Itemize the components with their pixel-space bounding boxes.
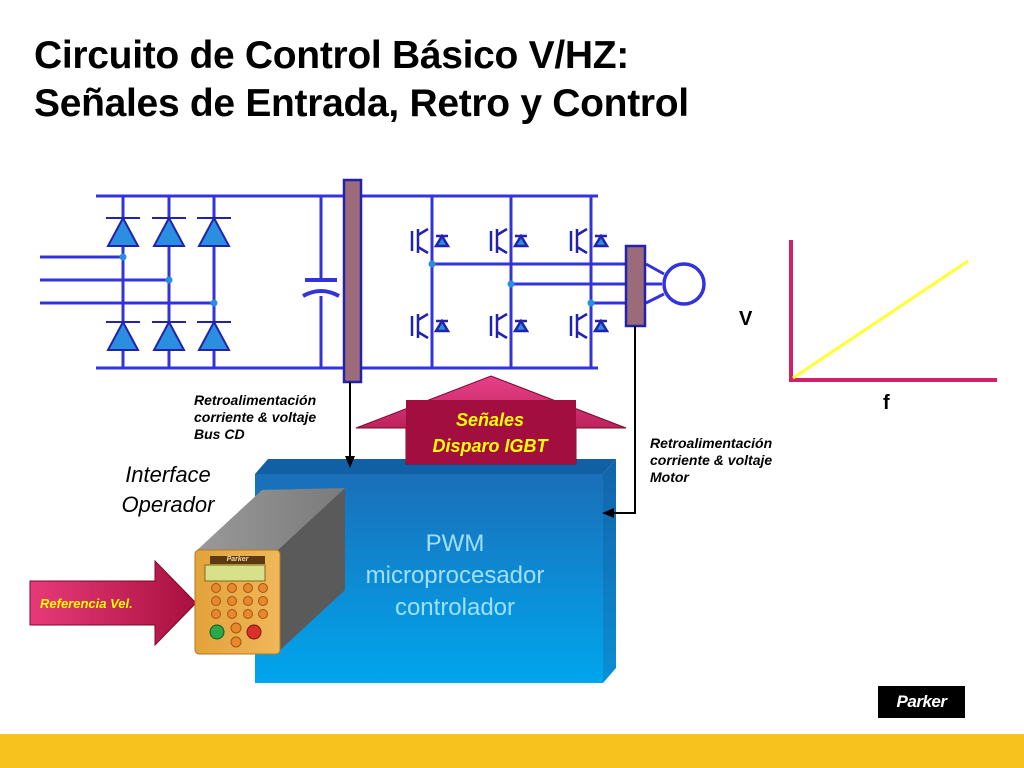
slide-title-line-1: Circuito de Control Básico V/HZ: [34, 34, 629, 77]
vf-x-axis-label: f [883, 392, 890, 414]
junction-dots [119, 253, 595, 307]
vf-y-axis-label: V [739, 308, 753, 330]
dc-bus-capacitor [302, 278, 340, 298]
operator-keypad [194, 488, 345, 655]
start-button-icon [209, 624, 225, 640]
feedback-motor-label: Retroalimentación corriente & voltaje Mo… [650, 435, 773, 485]
keypad-brand: Parker [226, 556, 249, 563]
pwm-controller-label: PWM microprocesador controlador [365, 530, 545, 621]
stop-button-icon [246, 624, 262, 640]
slide-title-line-2: Señales de Entrada, Retro y Control [34, 82, 689, 125]
feedback-bus-label: Retroalimentación corriente & voltaje Bu… [194, 392, 317, 442]
motor-icon [662, 262, 706, 306]
parker-logo: Parker [878, 686, 965, 718]
speed-reference-label: Referencia Vel. [40, 596, 133, 611]
vf-ratio-line [792, 259, 969, 380]
operator-interface-label: Interface Operador [121, 462, 215, 517]
igbt-signal-arrow [355, 375, 627, 465]
igbt-switches [410, 227, 610, 340]
feedback-arrow-bus [345, 382, 355, 468]
rectifier-diodes [106, 215, 231, 351]
igbt-signals-label: Señales Disparo IGBT [432, 410, 548, 456]
vf-graph [789, 240, 997, 382]
footer-bar [0, 734, 1024, 768]
motor-sensor-bar [624, 244, 647, 328]
dc-bus-sensor-bar [342, 178, 363, 384]
slide-title: Circuito de Control Básico V/HZ: Señales… [34, 32, 689, 128]
feedback-arrow-motor [602, 326, 636, 518]
speed-reference-arrow [29, 559, 197, 647]
